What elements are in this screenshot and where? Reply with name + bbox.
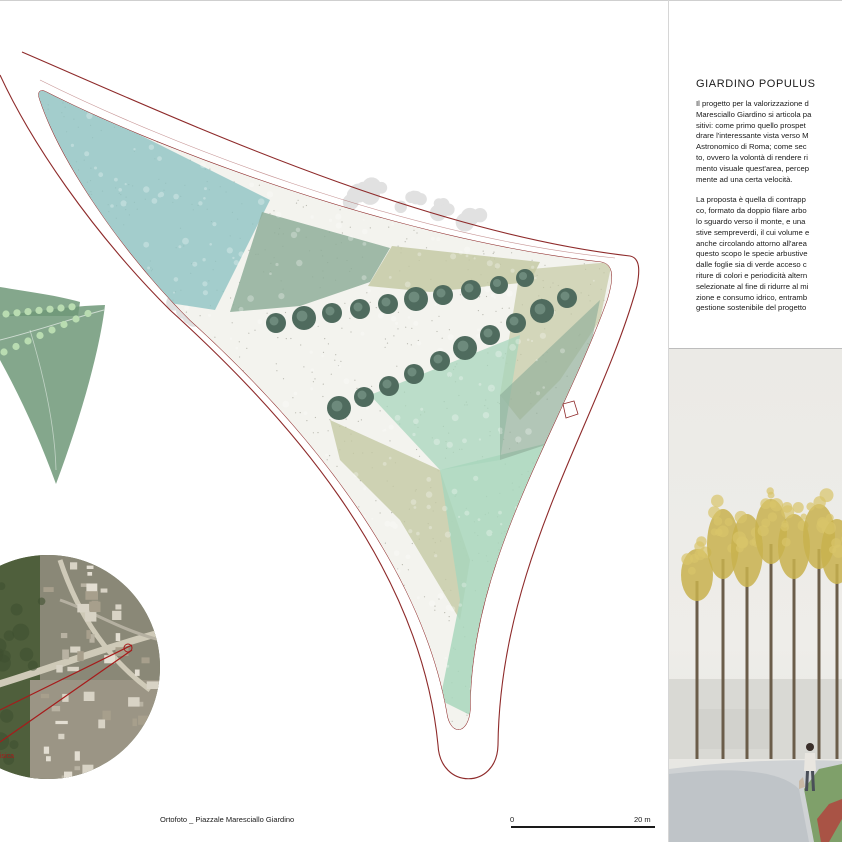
tree-highlight	[436, 288, 446, 298]
tree-highlight	[407, 367, 417, 377]
site-plan	[0, 51, 640, 780]
tree-highlight	[269, 316, 279, 326]
schematic-diagram	[0, 287, 105, 484]
description-panel: GIARDINO POPULUS Il progetto per la valo…	[696, 78, 842, 324]
tree-highlight	[560, 291, 570, 301]
tree-highlight	[464, 283, 474, 293]
tree-highlight	[483, 328, 493, 338]
map-location-label: isica	[0, 753, 15, 760]
tree-highlight	[331, 400, 343, 412]
top-rule	[0, 0, 842, 1]
description-paragraph-1: Il progetto per la valorizzazione d Mare…	[696, 99, 812, 184]
project-title: GIARDINO POPULUS	[696, 78, 816, 90]
tree-highlight	[381, 297, 391, 307]
tree-highlight	[534, 303, 546, 315]
road-outer-boundary	[0, 51, 640, 780]
panel-divider	[669, 348, 842, 349]
tree-highlight	[357, 390, 367, 400]
tree-highlight	[325, 306, 335, 316]
vertical-divider	[668, 0, 669, 842]
pedestrian-figure	[799, 743, 816, 791]
tree-highlight	[296, 310, 308, 322]
scale-end-label: 20 m	[634, 815, 651, 824]
scale-bar	[511, 826, 655, 828]
tree-highlight	[433, 354, 443, 364]
description-paragraph-2: La proposta è quella di contrapp co, for…	[696, 195, 810, 313]
tree-highlight	[518, 271, 528, 281]
tree-highlight	[457, 340, 469, 352]
tree-highlight	[408, 291, 420, 303]
tree-highlight	[509, 316, 519, 326]
tree-highlight	[492, 278, 502, 288]
map-caption: Ortofoto _ Piazzale Maresciallo Giardino	[160, 815, 295, 824]
perspective-render	[669, 349, 842, 842]
render-illustration	[669, 487, 842, 842]
satellite-map	[0, 555, 160, 779]
tree-highlight	[382, 379, 392, 389]
scale-start-label: 0	[510, 815, 515, 824]
tree-rows	[266, 269, 577, 420]
tree-highlight	[353, 302, 363, 312]
